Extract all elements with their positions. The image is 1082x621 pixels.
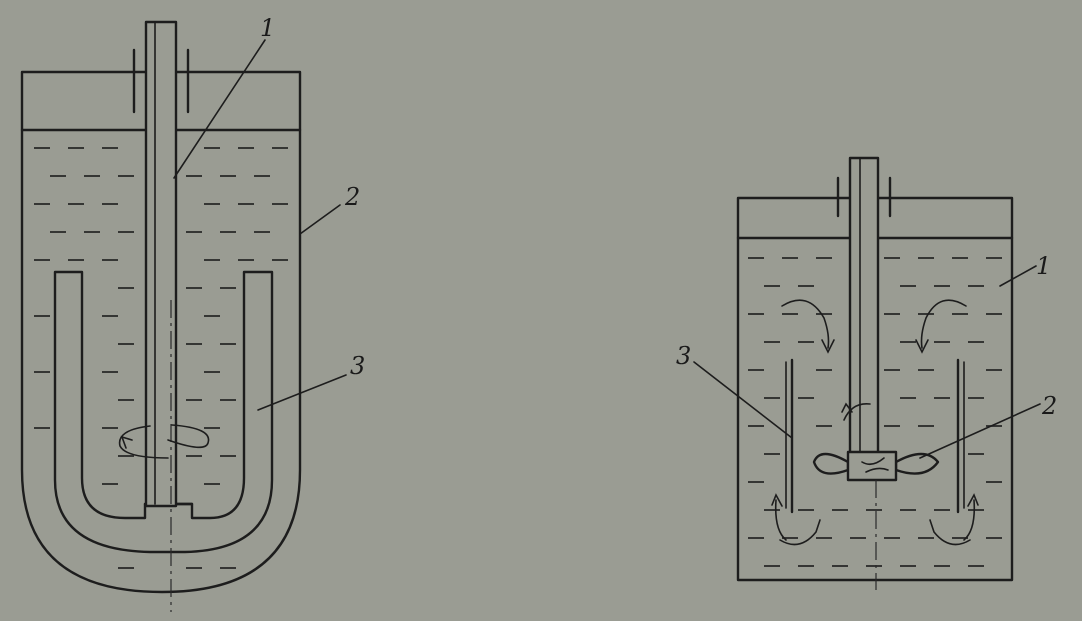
propeller-mixer-figure: 1 2 3	[676, 156, 1057, 590]
label-vessel-right: 1	[1036, 252, 1051, 280]
label-vessel: 2	[344, 183, 360, 211]
propeller	[812, 450, 940, 482]
label-anchor: 3	[350, 352, 365, 380]
liquid-dashes	[34, 147, 288, 569]
label-propeller: 2	[1041, 392, 1057, 420]
shaft-right	[848, 156, 880, 458]
liquid-dashes-right	[748, 257, 1002, 567]
vessel-outline	[20, 70, 302, 594]
rotation-arrow	[118, 424, 210, 459]
anchor-mixer-figure: 1 2 3	[20, 14, 365, 612]
anchor-impeller	[53, 270, 274, 554]
label-shaft: 1	[260, 14, 275, 42]
circulation-arrows	[771, 299, 979, 546]
label-draft-tube: 3	[676, 342, 691, 370]
